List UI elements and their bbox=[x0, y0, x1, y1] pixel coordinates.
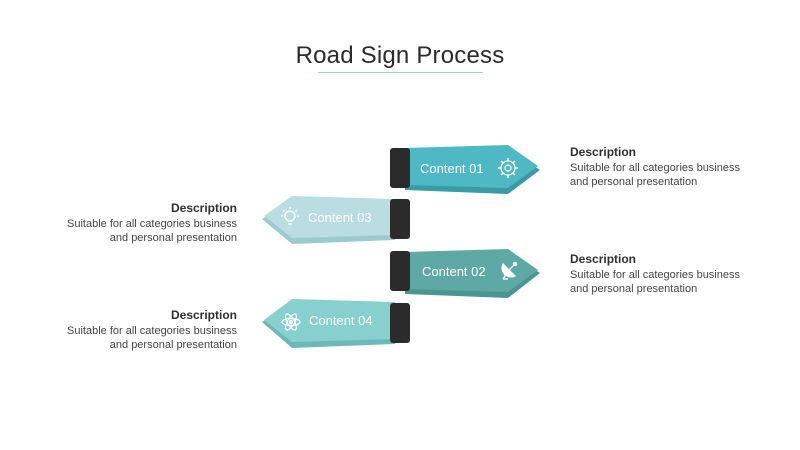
sign-04-label: Content 04 bbox=[309, 313, 373, 328]
sign-03-post bbox=[390, 199, 410, 239]
sign-04-board bbox=[264, 299, 395, 342]
sign-content-04: Content 04 bbox=[262, 299, 410, 348]
description-line: and personal presentation bbox=[570, 283, 698, 295]
sign-content-01: Content 01 bbox=[390, 145, 540, 194]
sign-04-post bbox=[390, 303, 410, 343]
lightbulb-icon bbox=[281, 207, 299, 225]
description-content-02: Description Suitable for all categories … bbox=[570, 252, 770, 296]
description-line: Suitable for all categories business bbox=[67, 218, 237, 230]
title-underline bbox=[318, 72, 483, 73]
description-line: Suitable for all categories business bbox=[67, 325, 237, 337]
gear-icon bbox=[498, 158, 518, 178]
description-heading: Description bbox=[570, 145, 637, 159]
sign-03-label: Content 03 bbox=[308, 210, 372, 225]
sign-01-label: Content 01 bbox=[420, 161, 484, 176]
description-line: and personal presentation bbox=[109, 232, 237, 244]
sign-02-board bbox=[405, 249, 538, 292]
description-body: Suitable for all categories business and… bbox=[37, 324, 237, 352]
sign-content-02: Content 02 bbox=[390, 249, 540, 298]
description-body: Suitable for all categories business and… bbox=[570, 268, 770, 296]
description-line: Suitable for all categories business bbox=[570, 162, 740, 174]
satellite-dish-icon bbox=[501, 261, 518, 280]
sign-03-board bbox=[264, 196, 395, 238]
sign-01-board bbox=[405, 145, 538, 188]
description-body: Suitable for all categories business and… bbox=[37, 217, 237, 245]
description-line: Suitable for all categories business bbox=[570, 269, 740, 281]
description-heading: Description bbox=[570, 252, 637, 266]
description-line: and personal presentation bbox=[109, 339, 237, 351]
description-content-03: Description Suitable for all categories … bbox=[37, 201, 237, 245]
sign-02-label: Content 02 bbox=[422, 264, 486, 279]
description-heading: Description bbox=[170, 201, 237, 215]
atom-icon bbox=[281, 313, 301, 331]
description-content-04: Description Suitable for all categories … bbox=[37, 308, 237, 352]
sign-01-post bbox=[390, 148, 410, 188]
description-line: and personal presentation bbox=[570, 176, 698, 188]
page-title: Road Sign Process bbox=[295, 42, 505, 69]
sign-content-03: Content 03 bbox=[262, 196, 410, 244]
sign-02-post bbox=[390, 251, 410, 291]
description-body: Suitable for all categories business and… bbox=[570, 161, 770, 189]
description-content-01: Description Suitable for all categories … bbox=[570, 145, 770, 189]
description-heading: Description bbox=[170, 308, 237, 322]
